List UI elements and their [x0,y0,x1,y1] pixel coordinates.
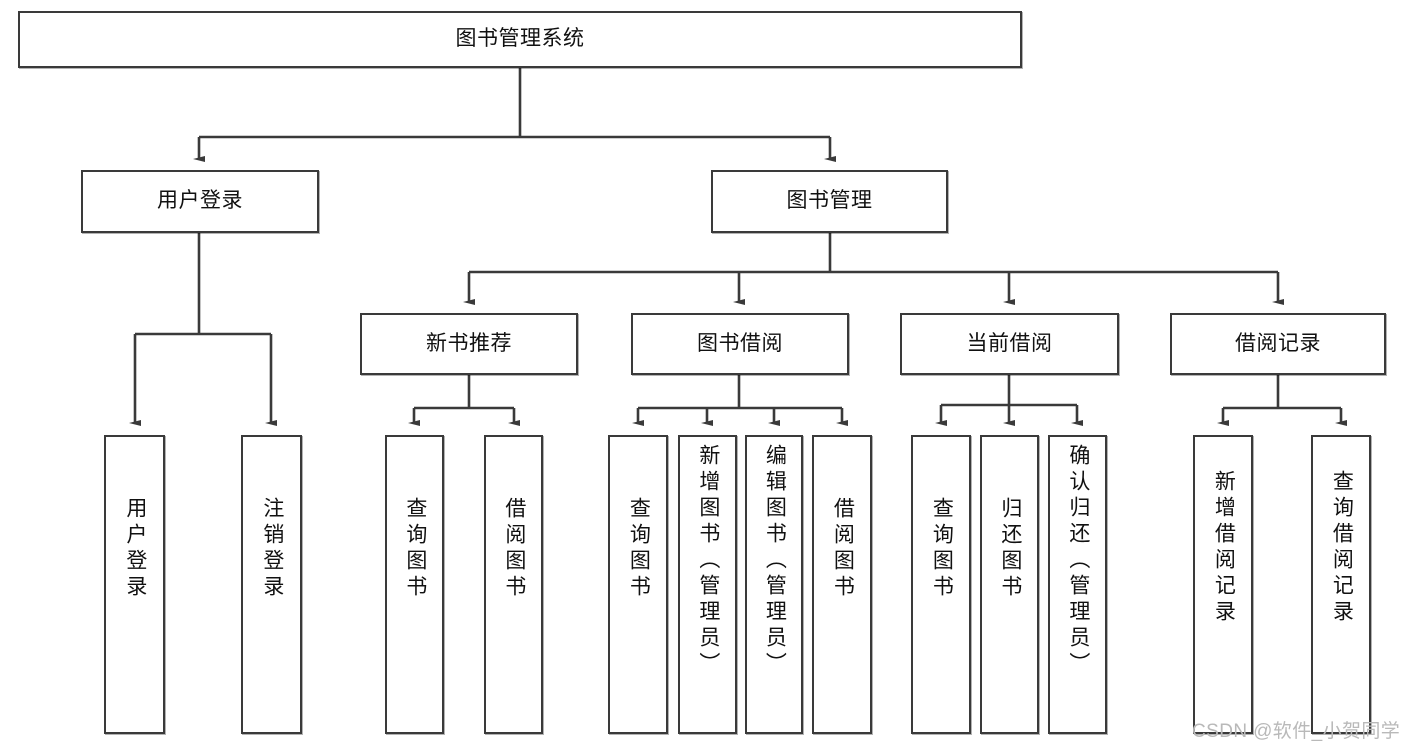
node-leaf-query-book-1-label: 查询图书 [403,497,427,601]
node-leaf-borrow-book-2[interactable]: 借阅图书 [812,435,872,734]
node-leaf-confirm-return-label: 确认归还（管理员） [1066,444,1090,678]
node-leaf-logout[interactable]: 注销登录 [241,435,302,734]
node-leaf-query-book-3-label: 查询图书 [930,497,954,601]
node-leaf-edit-book-label: 编辑图书（管理员） [763,444,787,678]
node-leaf-logout-label: 注销登录 [260,497,284,601]
node-borrow-record[interactable]: 借阅记录 [1170,313,1386,375]
node-user-login-label: 用户登录 [157,189,243,213]
node-book-borrow-label: 图书借阅 [697,331,783,355]
node-new-book-recommend-label: 新书推荐 [426,331,512,355]
node-leaf-add-record-label: 新增借阅记录 [1212,470,1236,626]
node-leaf-add-book-label: 新增图书（管理员） [696,444,720,678]
node-user-login[interactable]: 用户登录 [81,170,319,233]
node-leaf-query-book-2[interactable]: 查询图书 [608,435,668,734]
node-leaf-return-book[interactable]: 归还图书 [980,435,1039,734]
node-leaf-edit-book[interactable]: 编辑图书（管理员） [745,435,803,734]
node-book-borrow[interactable]: 图书借阅 [631,313,849,375]
node-leaf-query-record-label: 查询借阅记录 [1330,470,1354,626]
node-leaf-query-book-1[interactable]: 查询图书 [385,435,444,734]
node-leaf-add-record[interactable]: 新增借阅记录 [1193,435,1253,734]
node-leaf-user-login[interactable]: 用户登录 [104,435,165,734]
node-book-manage-label: 图书管理 [786,189,873,213]
node-leaf-borrow-book-1[interactable]: 借阅图书 [484,435,543,734]
node-leaf-borrow-book-1-label: 借阅图书 [502,497,526,601]
node-new-book-recommend[interactable]: 新书推荐 [360,313,578,375]
node-leaf-borrow-book-2-label: 借阅图书 [831,497,855,601]
csdn-watermark: CSDN @软件_小贺同学 [1192,721,1401,742]
node-leaf-user-login-label: 用户登录 [123,497,147,601]
node-current-borrow[interactable]: 当前借阅 [900,313,1119,375]
node-leaf-return-book-label: 归还图书 [998,497,1022,601]
node-current-borrow-label: 当前借阅 [966,331,1053,355]
node-leaf-confirm-return[interactable]: 确认归还（管理员） [1048,435,1107,734]
node-root[interactable]: 图书管理系统 [18,11,1022,68]
node-leaf-add-book[interactable]: 新增图书（管理员） [678,435,737,734]
node-leaf-query-record[interactable]: 查询借阅记录 [1311,435,1371,734]
node-borrow-record-label: 借阅记录 [1235,331,1321,355]
node-book-manage[interactable]: 图书管理 [711,170,948,233]
node-leaf-query-book-3[interactable]: 查询图书 [911,435,971,734]
node-leaf-query-book-2-label: 查询图书 [627,497,651,601]
node-root-label: 图书管理系统 [455,27,585,51]
